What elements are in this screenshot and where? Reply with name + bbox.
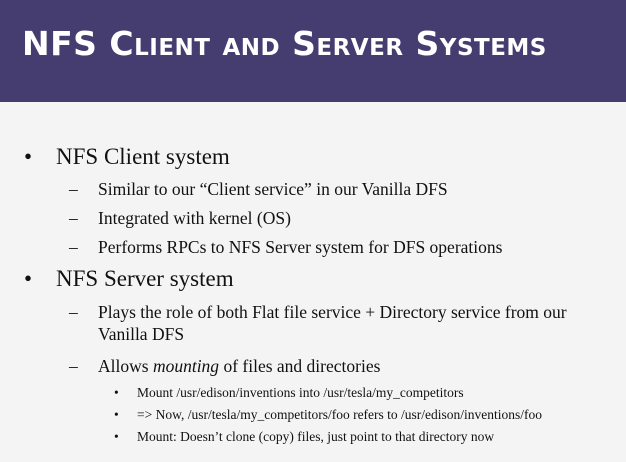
title-bar: NFS Client and Server Systems	[0, 0, 626, 102]
bullet-dot-icon: •	[114, 407, 119, 422]
bullet-dot-icon: •	[114, 429, 119, 444]
text-before-em: Allows	[98, 356, 153, 376]
sub-sub-bullet-text: => Now, /usr/tesla/my_competitors/foo re…	[137, 407, 543, 422]
sub-bullet-text: Performs RPCs to NFS Server system for D…	[98, 237, 503, 257]
dash-icon: –	[69, 179, 78, 199]
text-after-em: of files and directories	[219, 356, 381, 376]
bullet-text: NFS Client system	[56, 144, 230, 169]
bullet-dot-icon: •	[24, 144, 33, 169]
dash-icon: –	[69, 302, 78, 322]
bullet-dot-icon: •	[114, 385, 119, 400]
sub-sub-bullet-text: Mount /usr/edison/inventions into /usr/t…	[137, 385, 464, 400]
sub-bullet-text: Similar to our “Client service” in our V…	[98, 179, 448, 199]
sub-bullet-text: Allows mounting of files and directories	[98, 355, 598, 377]
sub-bullet-text: Integrated with kernel (OS)	[98, 208, 291, 228]
dash-icon: –	[69, 356, 78, 376]
slide-title: NFS Client and Server Systems	[22, 24, 547, 63]
emphasis-mounting: mounting	[152, 356, 220, 376]
dash-icon: –	[69, 208, 78, 228]
sub-bullet-text: Plays the role of both Flat file service…	[98, 302, 567, 344]
dash-icon: –	[69, 237, 78, 257]
sub-sub-bullet-text: Mount: Doesn’t clone (copy) files, just …	[137, 429, 495, 444]
bullet-text: NFS Server system	[56, 266, 234, 291]
bullet-dot-icon: •	[24, 266, 33, 291]
